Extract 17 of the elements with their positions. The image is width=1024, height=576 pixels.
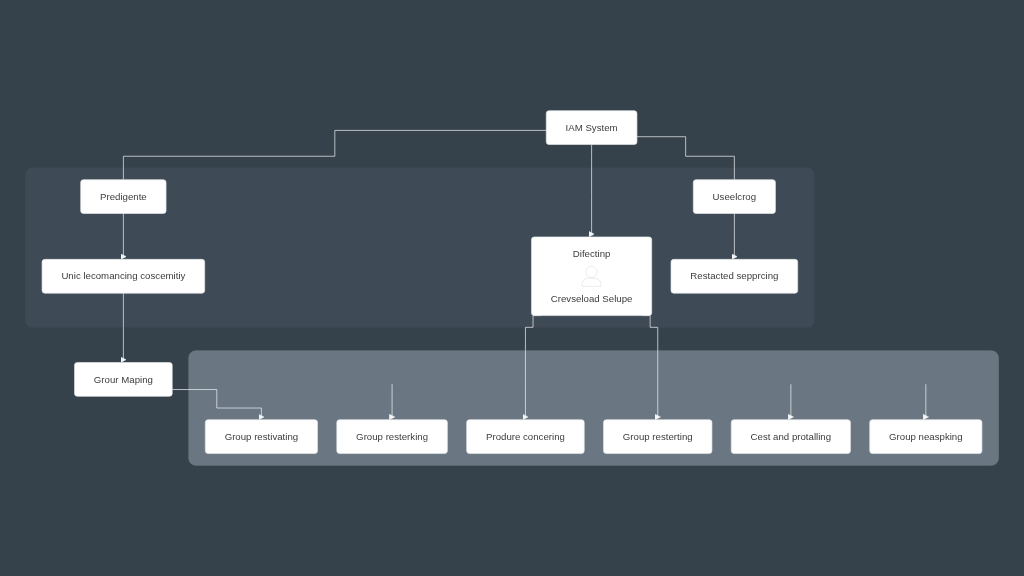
node-box: Restacted sepprcing [670, 259, 799, 294]
node-box: Predigente [80, 179, 167, 214]
cluster [25, 167, 815, 328]
cluster [188, 350, 999, 466]
node-box: Group neaspking [869, 419, 983, 454]
node-box: Difectinp Crevseload Selupe [531, 236, 653, 316]
node-box: Unic lecomancing coscemitiy [41, 259, 206, 294]
node-box: Grour Maping [74, 362, 173, 397]
node-box: Cest and protalling [730, 419, 851, 454]
connector [123, 130, 547, 181]
node-box: Produre concering [466, 419, 585, 454]
node-box: IAM System [545, 110, 638, 145]
node-box: Useelcrog [692, 179, 776, 214]
node-box: Group resterting [603, 419, 713, 454]
connector [636, 136, 735, 181]
node-box: Group restivating [204, 419, 318, 454]
node-box: Group resterking [336, 419, 448, 454]
